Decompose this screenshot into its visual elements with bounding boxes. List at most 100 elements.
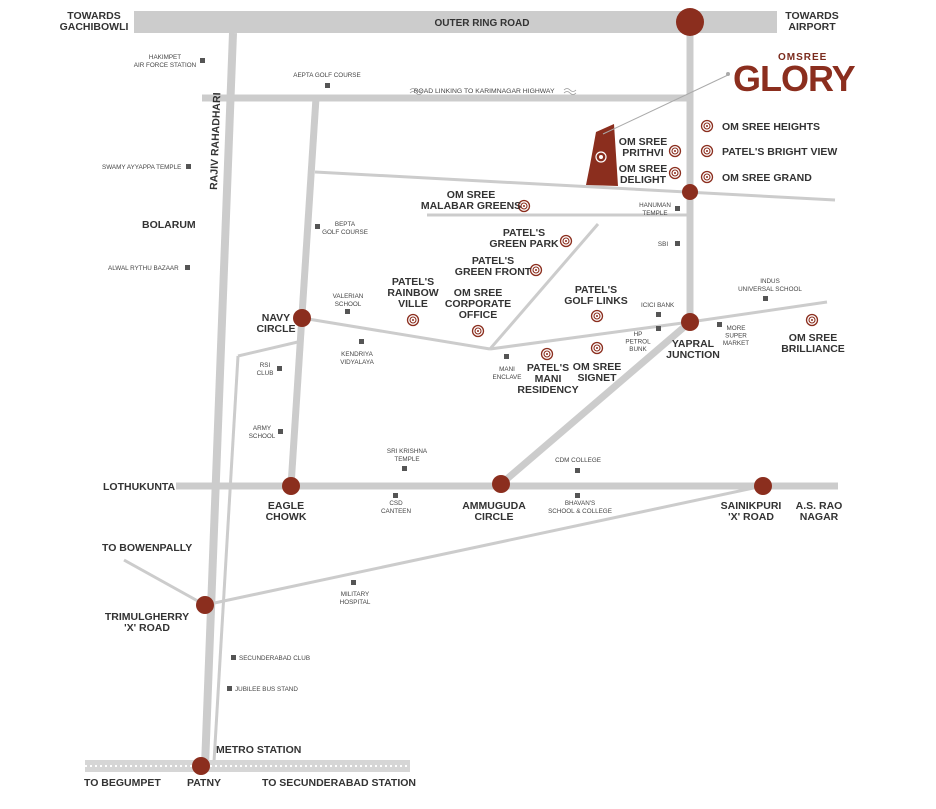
landmark-square-icon <box>763 296 768 301</box>
ammuguda-circle-line2: CIRCLE <box>474 511 513 523</box>
csd-line1: CSD <box>389 500 403 507</box>
green-park-line1: PATEL'S <box>503 227 545 239</box>
ammuguda-circle-line1: AMMUGUDA <box>462 500 526 512</box>
project-spiral-icon <box>517 199 531 213</box>
project-spiral-icon <box>406 313 420 327</box>
icici-label: ICICI BANK <box>641 302 675 309</box>
navy-circle-line1: NAVY <box>262 312 290 324</box>
landmark-square-icon <box>675 206 680 211</box>
mani-residency-line2: MANI <box>535 373 562 385</box>
delight-line1: OM SREE <box>619 163 667 175</box>
bowenpally-label: TO BOWENPALLY <box>102 542 192 554</box>
asrao-line2: NAGAR <box>800 511 839 523</box>
navy-eagle-road <box>287 97 320 487</box>
trimulgherry-line1: TRIMULGHERRY <box>105 611 189 623</box>
secunderabad-station-label: TO SECUNDERABAD STATION <box>262 777 416 789</box>
yapral-junction <box>681 313 699 331</box>
csd-line2: CANTEEN <box>381 508 412 515</box>
rainbow-line2: RAINBOW <box>387 287 438 299</box>
more-line2: SUPER <box>725 333 747 340</box>
asrao-line1: A.S. RAO <box>796 500 843 512</box>
brilliance-line2: BRILLIANCE <box>781 343 845 355</box>
delight-line2: DELIGHT <box>620 174 667 186</box>
military-line2: HOSPITAL <box>340 599 371 606</box>
corporate-line2: CORPORATE <box>445 298 511 310</box>
indus-line2: UNIVERSAL SCHOOL <box>738 286 802 293</box>
landmark-square-icon <box>231 655 236 660</box>
project-spiral-icon <box>590 341 604 355</box>
brilliance-line1: OM SREE <box>789 332 837 344</box>
project-spiral-icon <box>540 347 554 361</box>
more-line3: MARKET <box>723 340 749 347</box>
yapral-ammuguda-road <box>498 319 693 487</box>
metro-station-label: METRO STATION <box>216 744 301 756</box>
landmark-square-icon <box>186 164 191 169</box>
bhavans-line2: SCHOOL & COLLEGE <box>548 508 612 515</box>
mani-enclave-line1: MANI <box>499 366 515 373</box>
golf-links-line1: PATEL'S <box>575 284 617 296</box>
rajiv-rahadhari-label: RAJIV RAHADHARI <box>208 92 223 190</box>
navy-circle-line2: CIRCLE <box>256 323 295 335</box>
rsi-line1: RSI <box>260 362 271 369</box>
landmark-square-icon <box>656 326 661 331</box>
airport-label-line1: TOWARDS <box>785 10 838 22</box>
mani-residency-line3: RESIDENCY <box>517 384 578 396</box>
valerian-line2: SCHOOL <box>335 301 362 308</box>
rainbow-line1: PATEL'S <box>392 276 434 288</box>
green-park-road <box>488 223 600 350</box>
indus-road <box>689 300 828 324</box>
army-road <box>212 355 240 763</box>
hakimpet-line1: HAKIMPET <box>149 54 181 61</box>
airport-junction <box>676 8 704 36</box>
begumpet-label: TO BEGUMPET <box>84 777 161 789</box>
aepta-label: AEPTA GOLF COURSE <box>293 72 360 79</box>
landmark-square-icon <box>675 241 680 246</box>
kendriya-line2: VIDYALAYA <box>340 359 374 366</box>
landmark-square-icon <box>575 493 580 498</box>
patels-bright-view-label: PATEL'S BRIGHT VIEW <box>722 146 837 158</box>
rainbow-line3: VILLE <box>398 298 428 310</box>
green-park-line2: GREEN PARK <box>489 238 559 250</box>
jubilee-bus-stand-label: JUBILEE BUS STAND <box>235 686 298 693</box>
golf-links-line2: GOLF LINKS <box>564 295 628 307</box>
landmark-square-icon <box>575 468 580 473</box>
landmark-square-icon <box>504 354 509 359</box>
ammuguda-circle-junction <box>492 475 510 493</box>
army-line1: ARMY <box>253 425 272 432</box>
junctions <box>192 8 772 775</box>
brand-prefix: OMSREE <box>778 52 827 63</box>
eagle-chowk-junction <box>282 477 300 495</box>
landmark-square-icon <box>278 429 283 434</box>
cdm-label: CDM COLLEGE <box>555 457 601 464</box>
landmark-square-icon <box>402 466 407 471</box>
hanuman-line2: TEMPLE <box>642 210 667 217</box>
patny-label: PATNY <box>187 777 221 789</box>
ayyappa-label: SWAMY AYYAPPA TEMPLE <box>102 164 181 171</box>
brand-name: GLORY <box>733 58 856 99</box>
landmark-square-icon <box>200 58 205 63</box>
landmark-square-icon <box>185 265 190 270</box>
mani-enclave-line2: ENCLAVE <box>493 374 522 381</box>
project-spiral-icon <box>559 234 573 248</box>
bepta-line1: BEPTA <box>335 221 356 228</box>
prithvi-line2: PRITHVI <box>622 147 664 159</box>
project-spiral-icon <box>700 144 714 158</box>
